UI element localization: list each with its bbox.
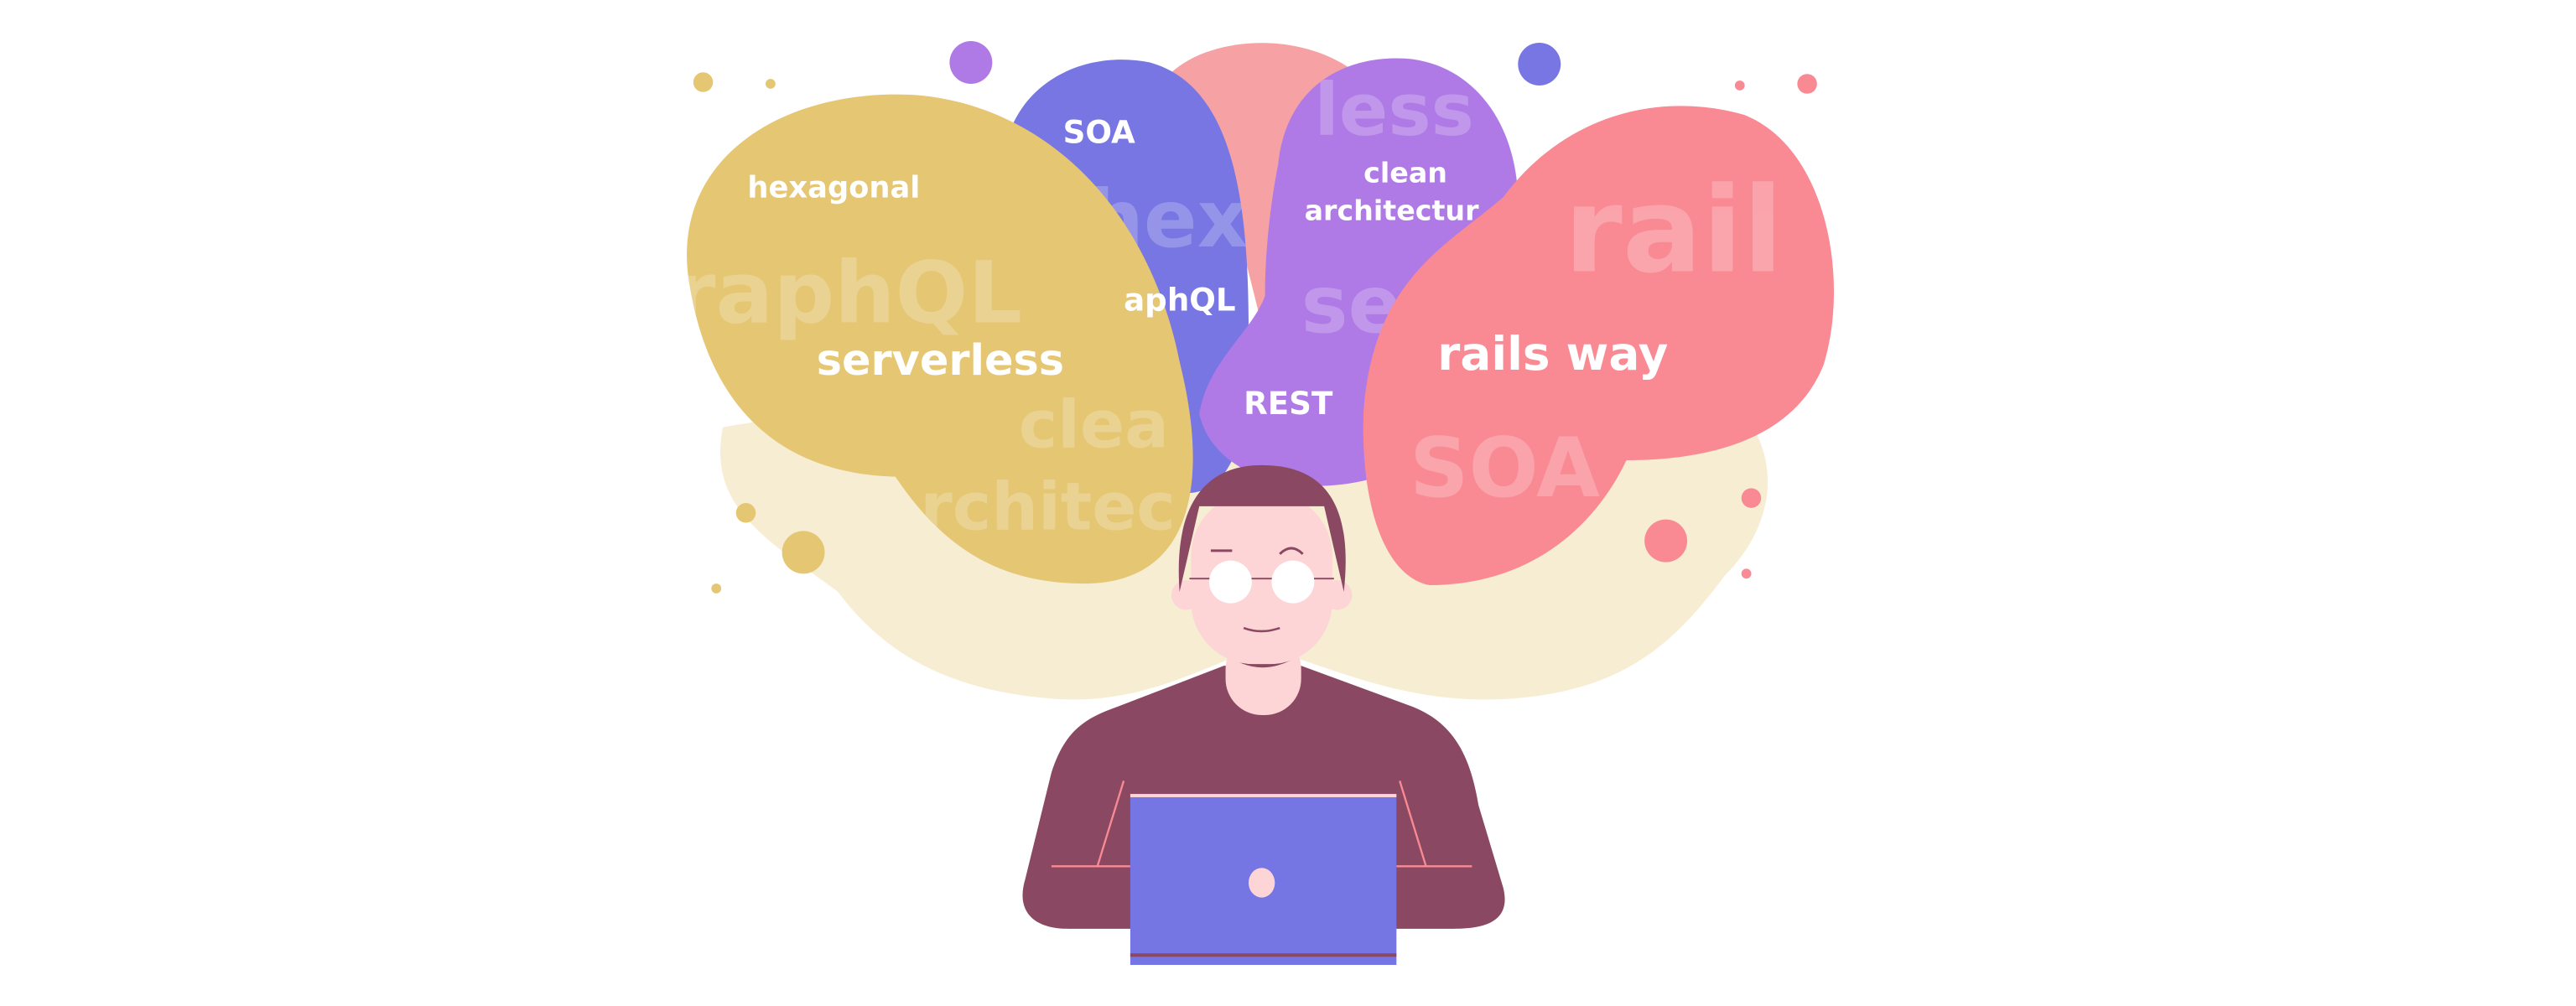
mouth (1243, 626, 1280, 633)
faded-word: clea (1019, 386, 1169, 463)
glasses-right (1271, 560, 1315, 604)
glasses-left (1208, 560, 1252, 604)
laptop (1130, 794, 1397, 965)
bubble-word: architectur (1305, 194, 1480, 227)
faded-word: rchitec (920, 469, 1176, 545)
faded-word: less (1314, 69, 1474, 153)
bubble-word: rails way (1437, 327, 1668, 381)
yellow-thought-bubble: raphQL clea rchitec hexagonal serverless (673, 94, 1193, 584)
decorative-dots (693, 41, 1817, 594)
faded-word: raphQL (673, 243, 1022, 343)
eyebrows (1210, 547, 1304, 555)
bubble-word: hexagonal (747, 170, 920, 205)
pink-thought-bubble: rail SOA rails way (1363, 106, 1835, 586)
bubble-word: REST (1244, 385, 1333, 422)
arm-lines (1051, 780, 1472, 868)
bubble-word: clean (1363, 157, 1447, 189)
faded-word: rail (1564, 162, 1783, 299)
bubble-word: serverless (817, 336, 1064, 386)
bubble-word: SOA (1063, 114, 1135, 151)
laptop-logo (1248, 868, 1275, 898)
bubble-word: aphQL (1124, 282, 1236, 319)
hair (1178, 464, 1346, 592)
purple-thought-bubble: less se clean architectur REST (1199, 58, 1519, 486)
faded-word: SOA (1410, 421, 1600, 516)
